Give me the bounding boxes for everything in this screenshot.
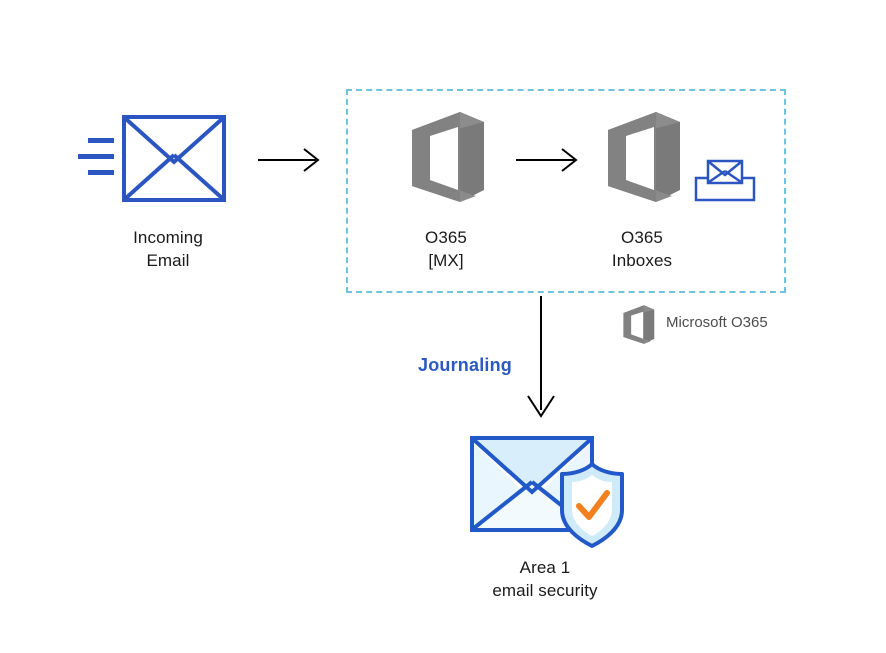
arrow-incoming-to-mx xyxy=(258,145,328,175)
office-365-logo-icon xyxy=(608,112,680,202)
arrow-right-icon xyxy=(516,148,578,172)
caption-incoming-email: Incoming Email xyxy=(133,228,203,270)
arrow-mx-to-inboxes xyxy=(516,145,586,175)
arrow-down-icon xyxy=(527,296,555,418)
office-365-logo-icon xyxy=(623,305,655,344)
arrow-inboxes-to-area1 xyxy=(520,296,562,422)
envelope-with-security-shield-icon xyxy=(470,436,624,548)
badge-o365-inbox-tray xyxy=(694,158,756,204)
node-incoming-email xyxy=(72,112,262,212)
edge-label-journaling: Journaling xyxy=(418,355,513,375)
office-365-logo-icon xyxy=(412,112,484,202)
node-area1-email-security xyxy=(466,430,636,550)
legend-o365-icon xyxy=(620,304,656,346)
legend-label-microsoft-o365: Microsoft O365 xyxy=(666,314,768,331)
node-o365-mx xyxy=(404,110,488,206)
envelope-with-motion-lines-icon xyxy=(78,115,226,202)
inbox-tray-envelope-icon xyxy=(694,159,756,202)
caption-o365-mx: O365 [MX] xyxy=(425,228,467,270)
microsoft-o365-boundary-zone xyxy=(346,89,786,293)
caption-area1-email-security: Area 1 email security xyxy=(492,558,598,600)
node-o365-inboxes xyxy=(600,110,684,206)
arrow-right-icon xyxy=(258,148,320,172)
caption-o365-inboxes: O365 Inboxes xyxy=(611,228,673,270)
